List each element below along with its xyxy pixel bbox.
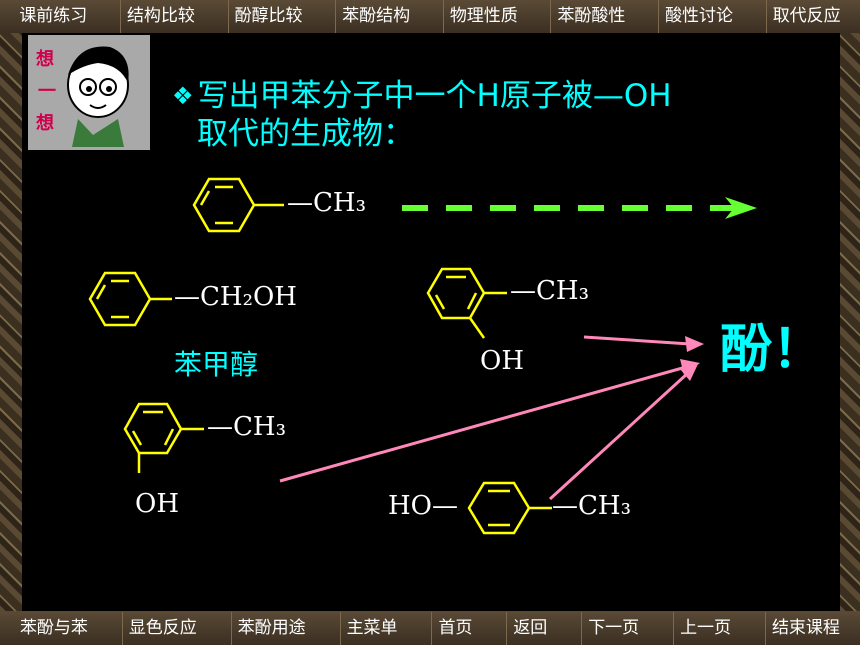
arrow-o-cresol <box>583 335 691 346</box>
benzene-ring-p-cresol <box>467 481 552 535</box>
nav-pre-class-exercise[interactable]: 课前练习 <box>19 6 88 26</box>
benzene-ring-o-cresol <box>426 267 507 339</box>
think-char-3: 想 <box>36 112 54 134</box>
chemistry-diagram: —CH₃ —CH₂OH —CH₃ OH —CH₃ OH HO— —CH₃ <box>88 177 757 535</box>
bottom-nav: 苯酚与苯 显色反应 苯酚用途 主菜单 首页 返回 下一页 上一页 结束课程 <box>0 611 860 645</box>
o-cresol-oh: OH <box>480 346 524 376</box>
slide-content: 想 一 想 ❖写出甲苯分子中一个H原子被—OH 取代的生成物： <box>22 33 840 611</box>
nav-structure-compare[interactable]: 结构比较 <box>119 0 201 33</box>
nav-physical-properties[interactable]: 物理性质 <box>442 0 524 33</box>
cartoon-face-icon: 想 一 想 <box>28 35 150 150</box>
pink-arrows <box>279 335 704 501</box>
question-text: ❖写出甲苯分子中一个H原子被—OH 取代的生成物： <box>172 77 812 153</box>
p-cresol-ho: HO— <box>388 491 458 521</box>
nav-end-course[interactable]: 结束课程 <box>764 611 846 645</box>
nav-color-reaction[interactable]: 显色反应 <box>121 611 203 645</box>
question-line-1: ❖写出甲苯分子中一个H原子被—OH <box>172 77 812 115</box>
benzene-ring-benzyl-alcohol <box>88 271 172 327</box>
phenol-label: 酚！ <box>720 320 825 380</box>
question-line-2: 取代的生成物： <box>197 116 414 152</box>
benzene-ring-m-cresol <box>123 402 204 473</box>
benzyl-alcohol-substituent: —CH₂OH <box>174 282 297 312</box>
question-line-1-text: 写出甲苯分子中一个H原子被—OH <box>197 78 672 114</box>
nav-phenol-structure[interactable]: 苯酚结构 <box>335 0 416 33</box>
nav-substitution-reaction[interactable]: 取代反应 <box>765 0 847 33</box>
o-cresol-ch3: —CH₃ <box>510 276 589 306</box>
top-nav: 课前练习 结构比较 酚醇比较 苯酚结构 物理性质 苯酚酸性 酸性讨论 取代反应 <box>0 0 860 33</box>
arrow-p-cresol <box>548 371 690 501</box>
think-char-2: 一 <box>38 81 56 102</box>
m-cresol-ch3: —CH₃ <box>207 412 286 442</box>
arrow-m-cresol <box>279 365 687 483</box>
benzene-ring-toluene <box>192 177 284 233</box>
nav-acidity-discussion[interactable]: 酸性讨论 <box>658 0 739 33</box>
p-cresol-ch3: —CH₃ <box>552 491 631 521</box>
nav-next-page[interactable]: 下一页 <box>581 611 645 645</box>
nav-phenol-acidity[interactable]: 苯酚酸性 <box>550 0 631 33</box>
benzyl-alcohol-name: 苯甲醇 <box>174 348 259 381</box>
nav-phenol-vs-benzene[interactable]: 苯酚与苯 <box>19 617 88 638</box>
nav-home[interactable]: 首页 <box>431 611 478 645</box>
think-char-1: 想 <box>36 48 54 70</box>
toluene-substituent: —CH₃ <box>287 188 366 218</box>
nav-previous-page[interactable]: 上一页 <box>673 611 737 645</box>
diamond-bullet-icon: ❖ <box>172 82 194 110</box>
green-dashed-arrow <box>402 197 757 219</box>
nav-phenol-alcohol-compare[interactable]: 酚醇比较 <box>227 0 309 33</box>
nav-phenol-uses[interactable]: 苯酚用途 <box>230 611 312 645</box>
m-cresol-oh: OH <box>135 489 179 519</box>
nav-main-menu[interactable]: 主菜单 <box>339 611 404 645</box>
think-thumbnail: 想 一 想 <box>28 35 150 150</box>
nav-back[interactable]: 返回 <box>506 611 553 645</box>
